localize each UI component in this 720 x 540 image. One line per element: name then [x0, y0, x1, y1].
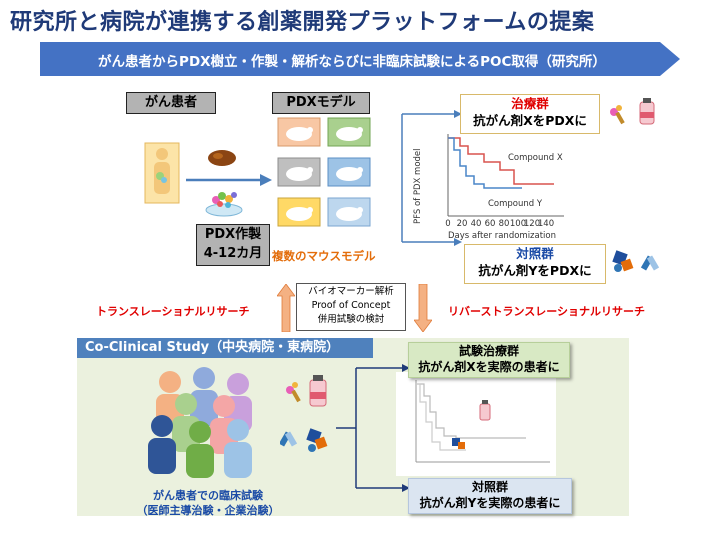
cell-culture-icon [205, 192, 243, 217]
xtick-100: 100 [510, 219, 526, 229]
drug-y-icon [612, 250, 660, 272]
down-arrow [414, 284, 432, 332]
banner-text: がん患者からPDX樹立・作製・解析ならびに非臨床試験によるPOC取得（研究所） [98, 54, 606, 70]
control-group-box: 対照群 抗がん剤YをPDXに [464, 244, 606, 284]
mouse-blue [327, 157, 371, 187]
xtick-120: 120 [524, 219, 540, 229]
tumor-tissue-icon [208, 150, 236, 166]
banner-arrow [40, 42, 680, 76]
treatment-group-title: 治療群 [511, 96, 549, 111]
biomarker-box: バイオマーカー解析 Proof of Concept 併用試験の検討 [296, 283, 406, 331]
reverse-translational-label: リバーストランスレーショナルリサーチ [448, 305, 646, 318]
trial-group-line2: 抗がん剤Xを実際の患者に [418, 360, 560, 374]
xtick-0: 0 [445, 219, 450, 229]
compound-y-label: Compound Y [488, 199, 543, 209]
pdx-make-label: PDX作製 4-12カ月 [196, 224, 270, 266]
pdx-survival-chart: PFS of PDX model Compound X Compound Y 0… [413, 134, 564, 241]
xtick-80: 80 [499, 219, 510, 229]
trial-group-line1: 試験治療群 [458, 344, 519, 358]
trial-group-box: 試験治療群 抗がん剤Xを実際の患者に [408, 342, 570, 378]
arrow-patient-to-pdx [186, 174, 272, 186]
translational-label: トランスレーショナルリサーチ [96, 305, 250, 318]
mouse-models-grid [277, 117, 371, 227]
patients-caption-line1: がん患者での臨床試験 [153, 489, 263, 502]
mouse-lightblue [327, 197, 371, 227]
compound-x-curve [448, 137, 554, 185]
xtick-60: 60 [485, 219, 496, 229]
compound-y-curve [448, 137, 522, 189]
drug-x-icon [610, 98, 655, 125]
xtick-140: 140 [538, 219, 554, 229]
clinical-control-line1: 対照群 [471, 480, 508, 494]
patients-caption-line2: （医師主導治験・企業治験） [136, 504, 280, 517]
clinical-control-group-box: 対照群 抗がん剤Yを実際の患者に [408, 478, 572, 514]
branch-arrows-clinical [336, 364, 410, 492]
mouse-yellow [277, 197, 321, 227]
patients-caption: がん患者での臨床試験 （医師主導治験・企業治験） [118, 488, 298, 518]
up-arrow [277, 284, 295, 332]
control-group-title: 対照群 [516, 246, 554, 261]
xtick-20: 20 [457, 219, 468, 229]
pdx-model-label: PDXモデル [272, 92, 370, 114]
mouse-gray [277, 157, 321, 187]
page-title: 研究所と病院が連携する創薬開発プラットフォームの提案 [10, 10, 595, 35]
biomarker-line2: Proof of Concept [311, 300, 391, 311]
pdx-chart-xticks: 0 20 40 60 80 100 120 140 [445, 219, 554, 229]
biomarker-line3: 併用試験の検討 [317, 314, 385, 325]
mouse-green [327, 117, 371, 147]
coclinical-header: Co-Clinical Study（中央病院・東病院） [77, 338, 373, 358]
pdx-chart-ylabel: PFS of PDX model [413, 148, 423, 224]
biomarker-line1: バイオマーカー解析 [308, 286, 394, 297]
control-group-text: 抗がん剤YをPDXに [478, 263, 592, 278]
clinical-survival-chart [396, 372, 556, 476]
treatment-group-text: 抗がん剤XをPDXに [473, 113, 587, 128]
branch-arrows-pdx [401, 110, 462, 246]
patient-icon [144, 142, 180, 204]
compound-x-label: Compound X [508, 153, 563, 163]
pdx-make-line2: 4-12カ月 [203, 246, 263, 261]
mouse-orange [277, 117, 321, 147]
clinical-drug-y-icon [280, 428, 328, 452]
pdx-make-line1: PDX作製 [204, 227, 262, 242]
clinical-control-line2: 抗がん剤Yを実際の患者に [419, 496, 561, 510]
clinical-drug-x-icon [286, 375, 327, 407]
treatment-group-box: 治療群 抗がん剤XをPDXに [460, 94, 600, 134]
xtick-40: 40 [471, 219, 482, 229]
patient-label: がん患者 [126, 92, 216, 114]
multiple-mice-label: 複数のマウスモデル [272, 249, 376, 263]
patients-crowd-icon [148, 367, 252, 478]
pdx-chart-xlabel: Days after randomization [448, 231, 556, 241]
